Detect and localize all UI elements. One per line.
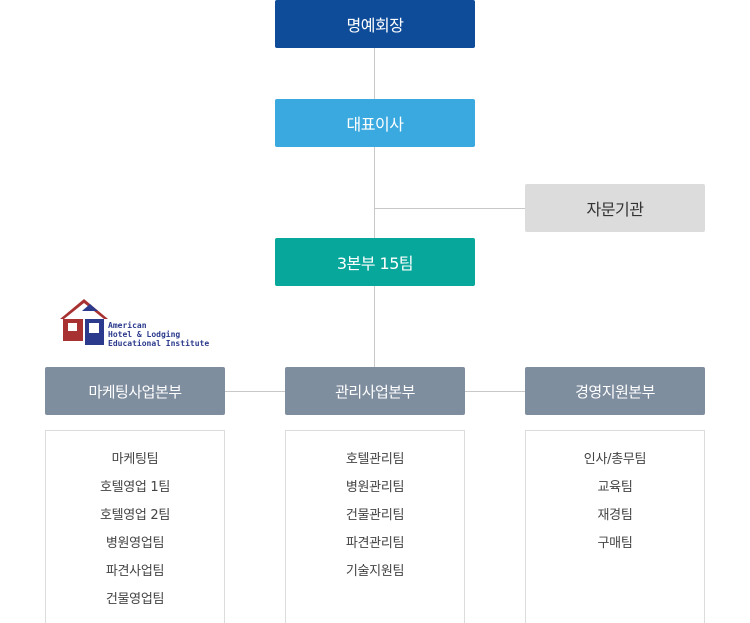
connector-advisory	[375, 208, 525, 209]
team-list-support: 인사/총무팀 교육팀 재경팀 구매팀	[525, 430, 705, 623]
division-node-support: 경영지원본부	[525, 367, 705, 415]
logo-text: American Hotel & Lodging Educational Ins…	[108, 321, 209, 348]
team-item: 교육팀	[597, 480, 633, 495]
connector-chair-ceo	[374, 48, 375, 99]
honorary-chairman-label: 명예회장	[346, 16, 404, 35]
division-label: 관리사업본부	[335, 382, 415, 401]
team-item: 병원관리팀	[345, 480, 405, 495]
team-item: 병원영업팀	[105, 536, 165, 551]
team-item: 호텔영업 1팀	[99, 480, 171, 495]
team-item: 재경팀	[597, 508, 633, 523]
honorary-chairman-node: 명예회장	[275, 0, 475, 48]
ahlei-logo: American Hotel & Lodging Educational Ins…	[60, 299, 220, 349]
team-item: 마케팅팀	[111, 452, 159, 467]
team-item: 파견사업팀	[105, 564, 165, 579]
team-item: 기술지원팀	[345, 564, 405, 579]
organization-label: 3본부 15팀	[336, 254, 414, 273]
logo-line-1: American	[108, 321, 147, 330]
team-item: 건물영업팀	[105, 592, 165, 607]
logo-line-2: Hotel & Lodging	[108, 330, 181, 339]
connector-org-divisions	[374, 286, 375, 367]
house-logo-icon	[60, 299, 108, 345]
division-label: 경영지원본부	[575, 382, 655, 401]
ceo-label: 대표이사	[346, 115, 404, 134]
advisory-node: 자문기관	[525, 184, 705, 232]
team-item: 파견관리팀	[345, 536, 405, 551]
team-item: 호텔영업 2팀	[99, 508, 171, 523]
team-item: 구매팀	[597, 536, 633, 551]
advisory-label: 자문기관	[586, 200, 644, 219]
division-label: 마케팅사업본부	[88, 382, 182, 401]
team-item: 인사/총무팀	[583, 452, 647, 467]
logo-line-3: Educational Institute	[108, 339, 210, 348]
division-node-marketing: 마케팅사업본부	[45, 367, 225, 415]
team-item: 건물관리팀	[345, 508, 405, 523]
ceo-node: 대표이사	[275, 99, 475, 147]
organization-node: 3본부 15팀	[275, 238, 475, 286]
team-item: 호텔관리팀	[345, 452, 405, 467]
connector-ceo-org	[374, 147, 375, 238]
division-node-management: 관리사업본부	[285, 367, 465, 415]
team-list-marketing: 마케팅팀 호텔영업 1팀 호텔영업 2팀 병원영업팀 파견사업팀 건물영업팀	[45, 430, 225, 623]
team-list-management: 호텔관리팀 병원관리팀 건물관리팀 파견관리팀 기술지원팀	[285, 430, 465, 623]
